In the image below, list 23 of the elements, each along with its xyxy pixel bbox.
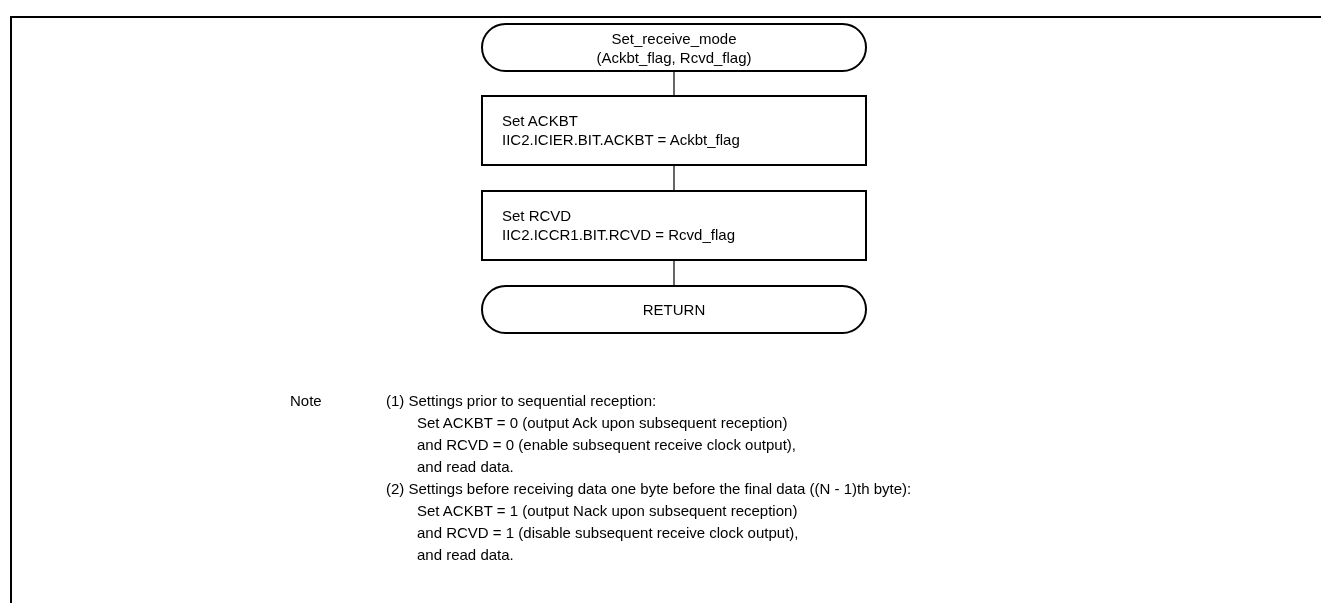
terminal-box [481, 285, 867, 334]
node-title: RETURN [641, 300, 707, 319]
node-text: IIC2.ICIER.BIT.ACKBT = Ackbt_flag [502, 130, 741, 149]
note-text: and read data. [417, 545, 514, 564]
note-text: Set ACKBT = 1 (output Nack upon subsequent reception) [417, 501, 798, 520]
note-text: and RCVD = 1 (disable subsequent receive clock output), [417, 523, 799, 542]
node-title: Set_receive_mode [610, 28, 738, 48]
node-title: Set ACKBT [502, 111, 579, 130]
terminal-box [481, 23, 867, 72]
node-text: (Ackbt_flag, Rcvd_flag) [595, 47, 753, 67]
process-box [481, 95, 867, 166]
node-title: Set RCVD [502, 206, 573, 225]
connector-line [673, 165, 675, 191]
note-text: (1) Settings prior to sequential reception: [386, 391, 657, 410]
note-text: (2) Settings before receiving data one byte before the final data ((N - 1)th byte): [386, 479, 912, 498]
note-heading: Note [290, 391, 322, 410]
node-text: IIC2.ICCR1.BIT.RCVD = Rcvd_flag [502, 225, 736, 244]
note-text: and RCVD = 0 (enable subsequent receive clock output), [417, 435, 796, 454]
note-text: and read data. [417, 457, 514, 476]
process-box [481, 190, 867, 261]
connector-line [673, 71, 675, 96]
connector-line [673, 260, 675, 286]
note-text: Set ACKBT = 0 (output Ack upon subsequent reception) [417, 413, 788, 432]
